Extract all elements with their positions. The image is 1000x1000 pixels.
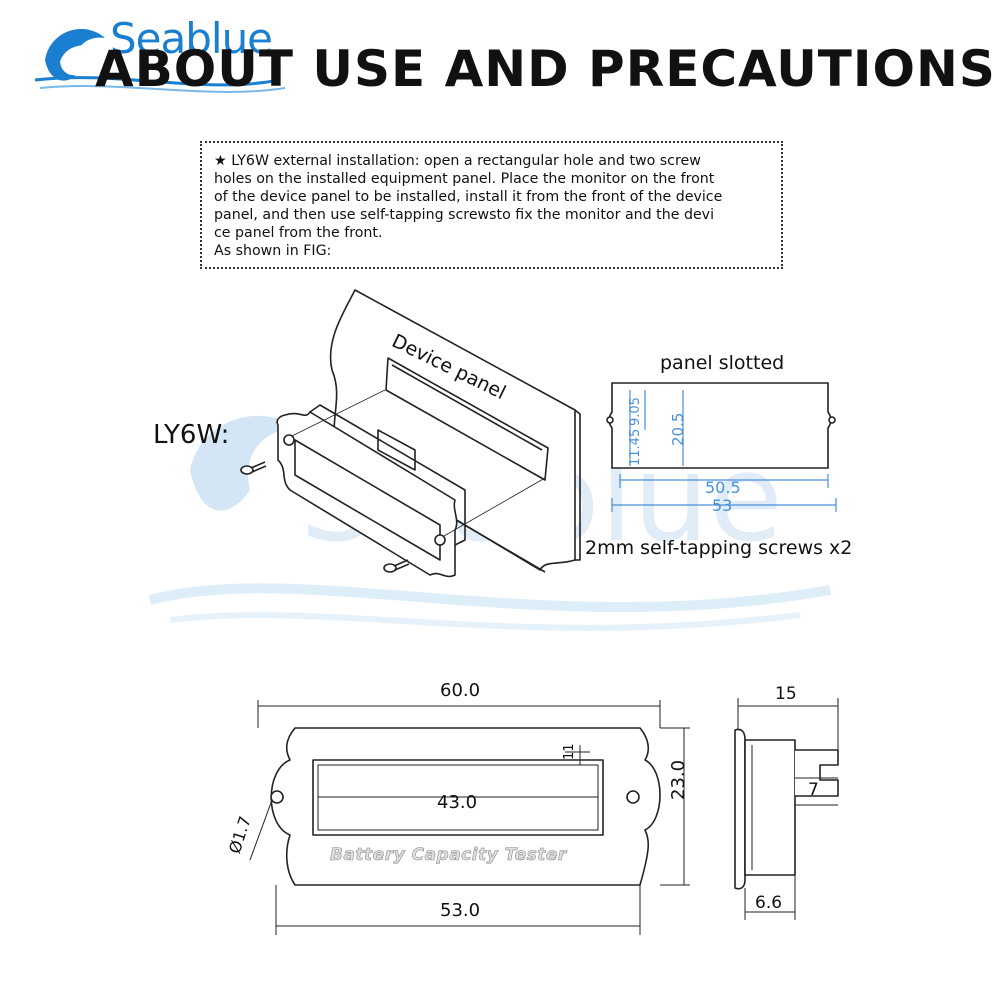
model-label: LY6W: [153, 420, 230, 450]
slot-hole [828, 416, 836, 424]
side-bezel [734, 728, 746, 890]
front-dimension-lines [249, 700, 690, 935]
screw-icon [240, 461, 267, 475]
wave-logo-icon [190, 415, 300, 511]
mount-hole [270, 790, 284, 804]
wave-stroke [148, 583, 831, 613]
slot-dim-w1: 50.5 [705, 478, 741, 497]
side-dimension-lines [737, 698, 839, 920]
wave-logo-icon [34, 29, 286, 93]
note-line: panel, and then use self-tapping screwst… [214, 207, 715, 223]
screw-hole [434, 534, 446, 546]
face-print-text: Battery Capacity Tester [330, 845, 567, 866]
slot-title: panel slotted [660, 352, 785, 374]
monitor-frame [276, 411, 458, 578]
slot-dim-w2: 53 [712, 496, 733, 515]
screws-label: 2mm self-tapping screws x2 [585, 537, 853, 559]
dim-side-depth: 15 [775, 684, 797, 704]
side-pin [795, 749, 839, 797]
page-title: ABOUT USE AND PRECAUTIONS [95, 40, 996, 98]
screw-hole [283, 434, 295, 446]
dim-window-width: 43.0 [437, 792, 478, 813]
side-body [744, 739, 796, 876]
note-line: holes on the installed equipment panel. … [214, 171, 715, 187]
note-line: ★ LY6W external installation: open a rec… [214, 153, 701, 169]
dim-width-top: 60.0 [440, 680, 481, 701]
note-line: of the device panel to be installed, ins… [214, 189, 723, 205]
dim-width-bottom: 53.0 [440, 900, 481, 921]
dim-side-pin: 7 [808, 780, 819, 800]
note-line: ce panel from the front. [214, 225, 383, 241]
dim-side-bezel: 6.6 [755, 893, 783, 913]
slot-hole [606, 416, 614, 424]
note-line: As shown in FIG: [214, 243, 332, 259]
screw-icon [383, 559, 410, 573]
wave-stroke [169, 612, 801, 631]
dim-window-gap: 11 [562, 743, 577, 760]
dim-height-right: 23.0 [668, 759, 689, 800]
panel-cutout [385, 357, 549, 481]
mount-hole [626, 790, 640, 804]
brand-name: Seablue [110, 14, 273, 63]
instruction-note: ★ LY6W external installation: open a rec… [200, 141, 783, 269]
slot-dimension-lines [611, 390, 837, 512]
monitor-window [294, 439, 441, 561]
